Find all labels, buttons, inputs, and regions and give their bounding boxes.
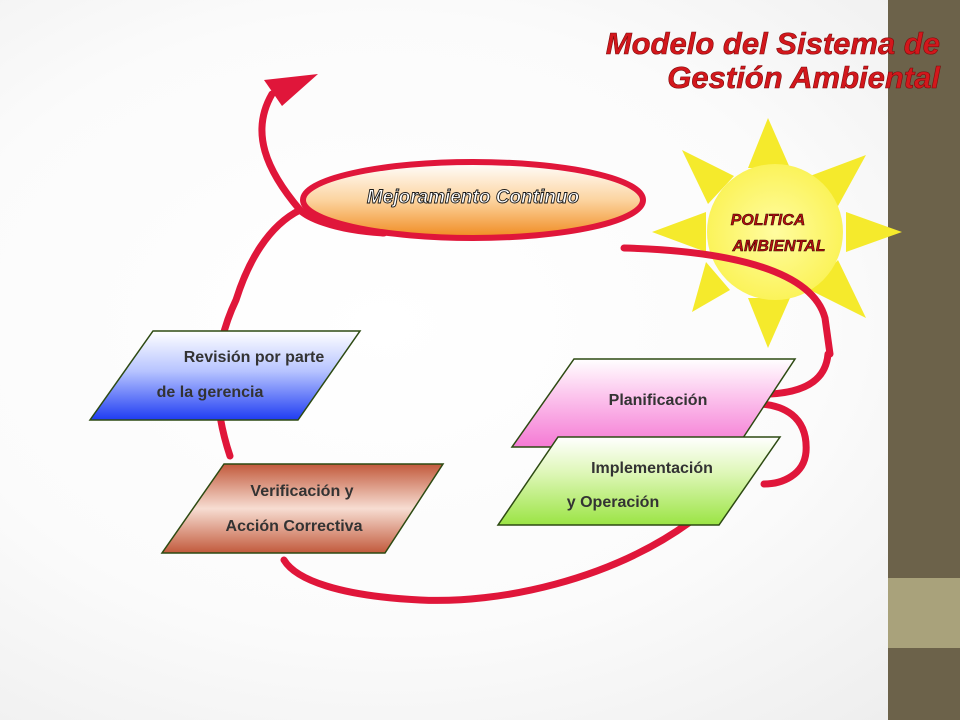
verification-line-2: Acción Correctiva [226,518,363,535]
verification-line-1: Verificación y [250,483,353,500]
management-review-line-2: de la gerencia [157,384,264,401]
policy-label-line-1: POLITICA [731,212,806,229]
implementation-line-1: Implementación [591,460,713,477]
policy-label-line-2: AMBIENTAL [731,238,825,255]
slide-title-line-1: Modelo del Sistema de [606,26,940,61]
verification-shape [160,463,445,554]
continuous-improvement-label: Mejoramiento Continuo [367,187,579,208]
slide-title-line-2: Gestión Ambiental [667,60,941,95]
sun-icon [652,118,902,348]
planning-label: Planificación [609,392,708,409]
implementation-shape [496,436,782,526]
implementation-line-2: y Operación [567,494,659,511]
side-band-top [888,0,960,578]
management-review-shape [88,330,362,421]
side-band-bottom [888,648,960,720]
management-review-line-1: Revisión por parte [184,349,325,366]
side-band-accent [888,578,960,648]
cycle-arrowhead [264,74,318,106]
continuous-improvement-oval [300,159,646,241]
